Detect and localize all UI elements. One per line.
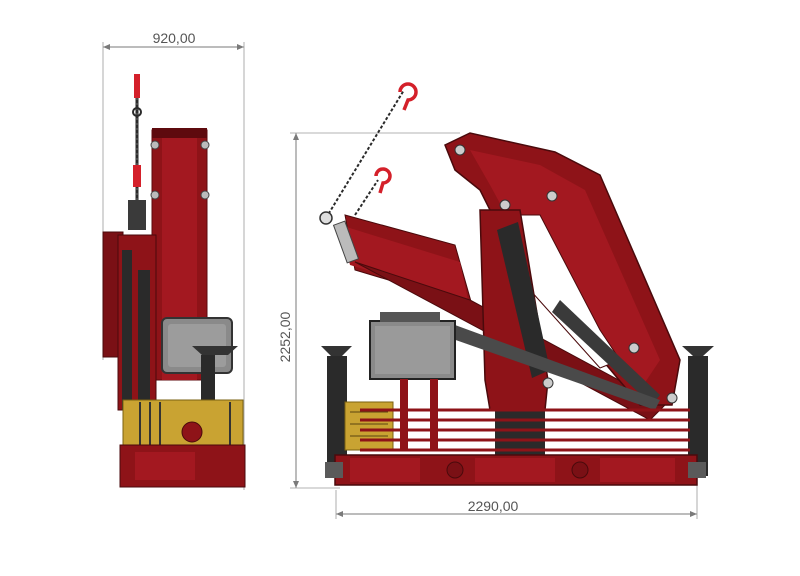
- dimension-height-label: 2252,00: [277, 311, 293, 362]
- front-hook-chains: [319, 82, 418, 225]
- front-control-rods: [360, 408, 690, 452]
- dimension-front-width: 2290,00: [335, 480, 698, 519]
- front-gray-cover: [369, 312, 456, 449]
- crane-front-view: [319, 82, 714, 486]
- dimension-front-width-label: 2290,00: [468, 498, 519, 514]
- front-right-outrigger: [682, 346, 714, 476]
- side-rear-frame: [102, 231, 157, 411]
- side-hook-chain: [128, 74, 146, 230]
- front-hydraulic-cylinders: [450, 222, 660, 455]
- side-base: [119, 421, 246, 488]
- front-base-frame: [325, 454, 706, 486]
- dimension-side-width-label: 920,00: [153, 30, 196, 46]
- side-gray-cover: [161, 317, 233, 374]
- front-left-outrigger: [321, 346, 352, 476]
- dimension-height: 2252,00: [277, 132, 460, 489]
- crane-side-view: [102, 74, 246, 488]
